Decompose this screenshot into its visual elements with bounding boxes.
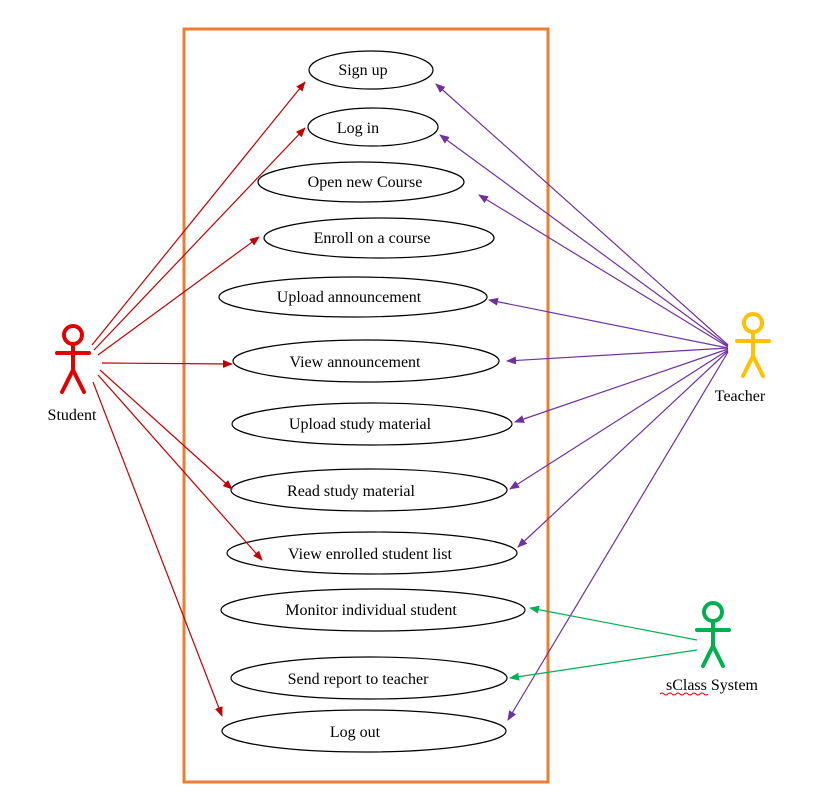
spellcheck-underline — [659, 692, 709, 696]
use-case-monitor-individual-student: Monitor individual student — [220, 588, 526, 632]
assoc-teacher-sign-up — [435, 83, 729, 346]
teacher-actor-label: Teacher — [715, 388, 766, 405]
use-case-view-enrolled-student-list: View enrolled student list — [226, 531, 518, 575]
use-case-label: Open new Course — [308, 174, 423, 191]
use-case-label: Send report to teacher — [288, 671, 430, 688]
use-case-open-new-course: Open new Course — [257, 161, 465, 203]
assoc-teacher-upload-announcement — [488, 297, 729, 349]
teacher-associations — [435, 83, 729, 721]
assoc-teacher-read-study-material — [509, 349, 729, 490]
use-case-label: Read study material — [287, 483, 416, 500]
student-actor-icon — [55, 324, 91, 394]
assoc-student-log-out — [92, 381, 223, 717]
teacher-actor-icon — [735, 312, 771, 378]
use-case-label: View enrolled student list — [288, 546, 452, 563]
use-case-label: Enroll on a course — [314, 230, 431, 247]
system-associations — [509, 605, 698, 681]
assoc-teacher-view-enrolled-list — [517, 350, 729, 548]
assoc-teacher-upload-study-material — [514, 348, 729, 423]
use-case-read-study-material: Read study material — [230, 468, 508, 512]
use-case-label: Upload study material — [289, 416, 432, 433]
use-case-send-report-to-teacher: Send report to teacher — [230, 656, 508, 700]
use-case-sign-up: Sign up — [308, 50, 434, 90]
assoc-teacher-log-out — [507, 351, 729, 721]
use-case-label: Monitor individual student — [285, 602, 457, 619]
assoc-teacher-log-in — [439, 134, 729, 347]
use-case-label: Sign up — [338, 62, 387, 79]
use-case-enroll-on-a-course: Enroll on a course — [263, 217, 495, 259]
use-case-label: Upload announcement — [277, 289, 422, 306]
assoc-system-monitor — [529, 605, 698, 641]
use-case-upload-announcement: Upload announcement — [218, 276, 488, 318]
system-boundary — [182, 27, 550, 784]
assoc-teacher-view-announcement — [506, 347, 729, 365]
student-associations — [91, 81, 306, 717]
assoc-student-view-announcement — [101, 359, 233, 368]
student-actor-label: Student — [48, 407, 97, 424]
assoc-student-view-enrolled-list — [97, 374, 263, 561]
use-case-log-out: Log out — [221, 709, 507, 753]
assoc-teacher-open-course — [478, 194, 729, 348]
assoc-student-sign-up — [91, 81, 306, 346]
use-case-label: Log out — [330, 724, 381, 741]
assoc-student-enroll — [97, 236, 260, 356]
use-case-label: View announcement — [290, 354, 422, 371]
use-case-view-announcement: View announcement — [232, 339, 500, 383]
use-case-upload-study-material: Upload study material — [231, 402, 513, 446]
sclass-system-actor-label: sClass System — [666, 677, 759, 694]
assoc-student-read-study-material — [99, 369, 233, 490]
assoc-student-log-in — [93, 127, 306, 351]
use-case-label: Log in — [337, 120, 379, 137]
sclass-system-actor-icon — [695, 601, 731, 668]
use-case-log-in: Log in — [307, 107, 439, 147]
assoc-system-send-report — [509, 649, 698, 681]
